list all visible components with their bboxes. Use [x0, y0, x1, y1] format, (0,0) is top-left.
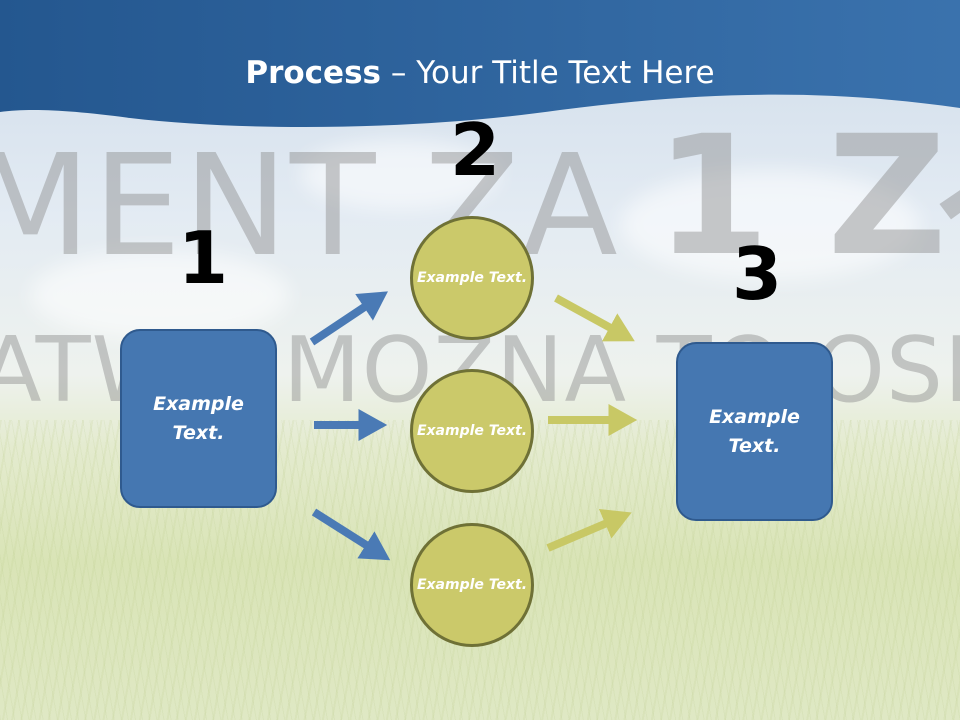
arrow-blue-up	[309, 291, 388, 346]
step-number-2: 2	[450, 108, 501, 192]
process-circle-middle: Example Text.	[410, 369, 534, 493]
header-banner	[0, 0, 960, 128]
title-bold: Process	[245, 55, 381, 91]
cloud-decoration	[30, 250, 290, 340]
cloud-decoration	[620, 170, 920, 280]
step-number-3: 3	[732, 232, 783, 316]
process-circle-top: Example Text.	[410, 216, 534, 340]
process-box-right: Example Text.	[676, 342, 833, 521]
slide-title: Process – Your Title Text Here	[0, 55, 960, 91]
arrow-olive-up	[546, 509, 632, 552]
arrow-olive-down	[554, 294, 635, 342]
arrow-blue-down	[311, 508, 391, 561]
title-rest: – Your Title Text Here	[381, 55, 715, 91]
step-number-1: 1	[178, 216, 229, 300]
cloud-decoration	[300, 140, 500, 210]
watermark-line-1-big: 1 ZŁ	[655, 100, 960, 292]
process-box-left: Example Text.	[120, 329, 277, 508]
process-circle-bottom: Example Text.	[410, 523, 534, 647]
